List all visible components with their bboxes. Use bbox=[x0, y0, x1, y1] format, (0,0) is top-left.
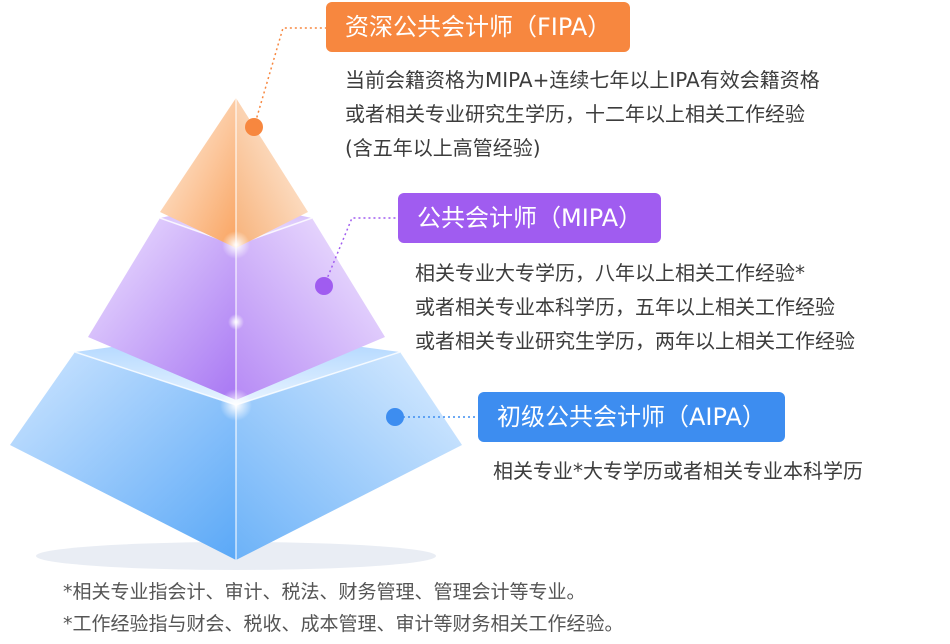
description-line: 相关专业*大专学历或者相关专业本科学历 bbox=[493, 459, 863, 483]
description-line: 或者相关专业研究生学历，两年以上相关工作经验 bbox=[415, 329, 855, 353]
tier-description-fipa: 当前会籍资格为MIPA+连续七年以上IPA有效会籍资格 或者相关专业研究生学历，… bbox=[345, 63, 820, 165]
description-line: 或者相关专业研究生学历，十二年以上相关工作经验 bbox=[345, 102, 805, 126]
tier-label-mipa: 公共会计师（MIPA） bbox=[398, 193, 662, 243]
tier-label-aipa: 初级公共会计师（AIPA） bbox=[478, 392, 785, 442]
tier-label-fipa: 资深公共会计师（FIPA） bbox=[326, 2, 631, 52]
footnote-work-experience: *工作经验指与财会、税收、成本管理、审计等财务相关工作经验。 bbox=[63, 613, 624, 635]
description-line: 或者相关专业本科学历，五年以上相关工作经验 bbox=[415, 295, 835, 319]
description-line: 当前会籍资格为MIPA+连续七年以上IPA有效会籍资格 bbox=[345, 68, 820, 92]
description-line: (含五年以上高管经验) bbox=[345, 136, 541, 160]
tier-description-mipa: 相关专业大专学历，八年以上相关工作经验* 或者相关专业本科学历，五年以上相关工作… bbox=[415, 256, 855, 358]
sparkle bbox=[222, 231, 250, 259]
sparkle bbox=[220, 389, 252, 421]
sparkle bbox=[228, 314, 244, 330]
connector-mipa bbox=[315, 217, 398, 295]
connector-aipa bbox=[386, 408, 478, 426]
connector-fipa bbox=[245, 27, 326, 136]
tier-description-aipa: 相关专业*大专学历或者相关专业本科学历 bbox=[493, 454, 863, 488]
description-line: 相关专业大专学历，八年以上相关工作经验* bbox=[415, 261, 805, 285]
footnote-related-major: *相关专业指会计、审计、税法、财务管理、管理会计等专业。 bbox=[63, 581, 586, 603]
